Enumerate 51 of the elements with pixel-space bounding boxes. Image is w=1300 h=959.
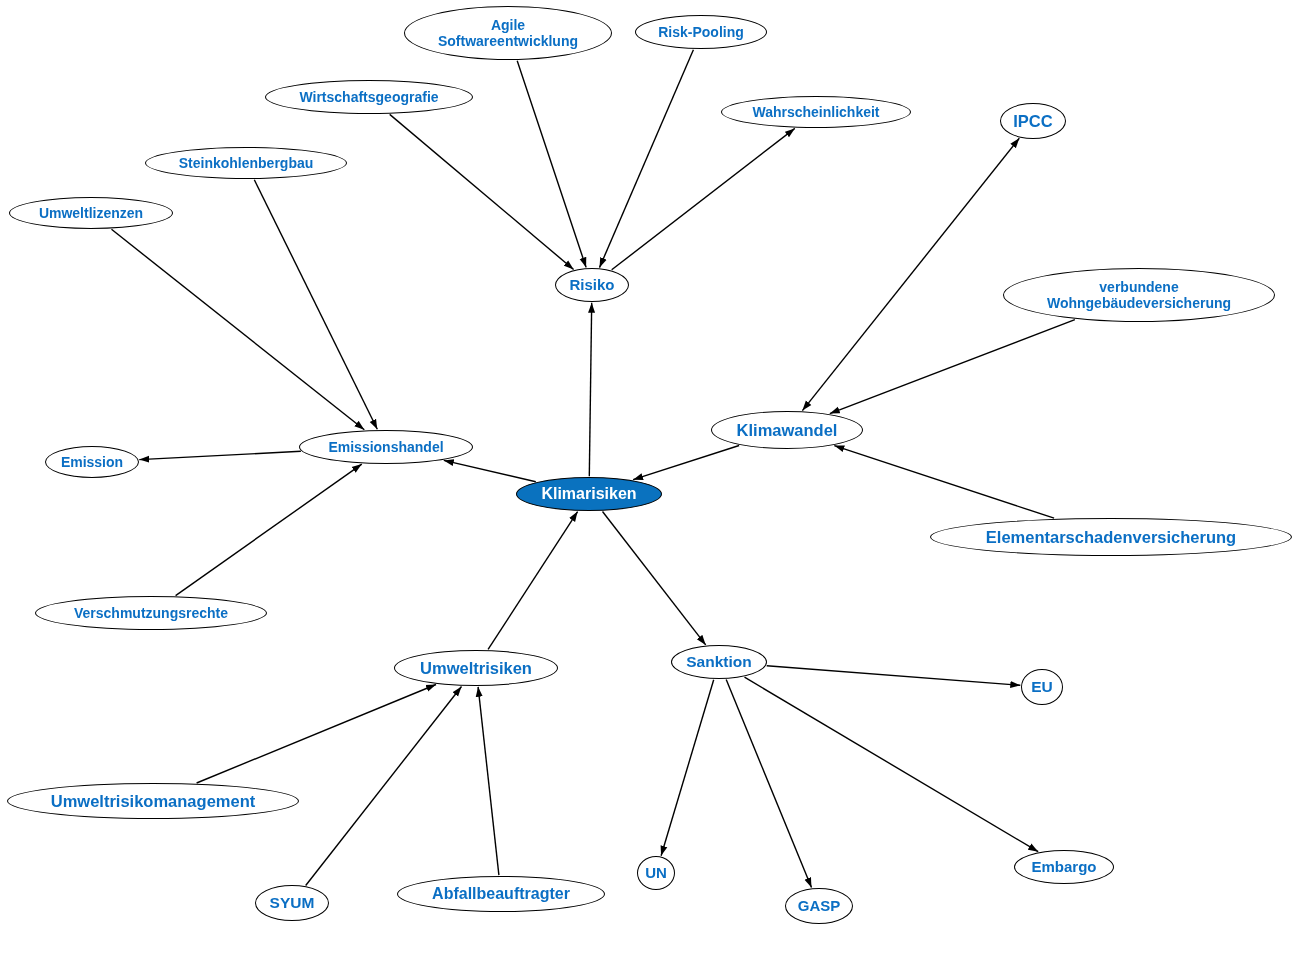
arrow — [588, 302, 596, 477]
arrow — [389, 113, 575, 271]
node-label: Elementarschadenversicherung — [985, 527, 1237, 547]
arrow — [475, 686, 500, 876]
node-label: Risk-Pooling — [658, 23, 744, 41]
node-label: Umweltrisiken — [420, 658, 532, 678]
arrow — [743, 676, 1039, 853]
arrow — [110, 228, 365, 431]
node-label: verbundene Wohngebäudeversicherung — [1045, 278, 1233, 312]
arrow — [725, 678, 813, 889]
ellipse-node — [1000, 103, 1066, 139]
arrow — [829, 318, 1076, 415]
node-label: Wahrscheinlichkeit — [752, 103, 880, 121]
node-label: EU — [1031, 678, 1053, 696]
node-label: Abfallbeauftragter — [432, 884, 570, 904]
node-label: Embargo — [1031, 858, 1097, 876]
ellipse-node — [637, 856, 675, 890]
arrow — [598, 49, 695, 269]
arrow — [195, 683, 437, 784]
arrow — [801, 137, 1020, 412]
node-label: Agile Softwareentwicklung — [437, 16, 579, 50]
arrow — [138, 450, 302, 463]
arrow — [516, 60, 587, 269]
node-label: Sanktion — [686, 653, 752, 671]
node-label: Klimarisiken — [541, 484, 637, 504]
arrow — [611, 127, 796, 271]
arrow — [766, 665, 1021, 688]
node-label: UN — [645, 864, 667, 882]
node-label: Steinkohlenbergbau — [178, 154, 314, 172]
arrow — [253, 179, 378, 430]
arrow — [487, 510, 579, 651]
node-label: Umweltlizenzen — [38, 204, 144, 222]
node-label: Verschmutzungsrechte — [73, 604, 229, 622]
arrow — [833, 444, 1055, 519]
ellipse-node — [1021, 669, 1063, 705]
node-label: Emissionshandel — [328, 438, 444, 456]
arrow — [632, 444, 740, 481]
arrow — [305, 685, 463, 887]
node-label: SYUM — [269, 894, 315, 912]
node-label: Umweltrisikomanagement — [50, 791, 256, 811]
node-label: IPCC — [1013, 111, 1053, 131]
ellipse-node — [785, 888, 853, 924]
arrow — [660, 679, 715, 857]
node-label: Wirtschaftsgeografie — [299, 88, 439, 106]
arrow — [174, 463, 363, 597]
arrow — [601, 510, 707, 646]
node-label: Klimawandel — [736, 420, 838, 440]
node-label: Risiko — [569, 276, 615, 294]
arrow — [443, 459, 537, 483]
node-label: Emission — [60, 453, 124, 471]
node-label: GASP — [797, 897, 841, 915]
